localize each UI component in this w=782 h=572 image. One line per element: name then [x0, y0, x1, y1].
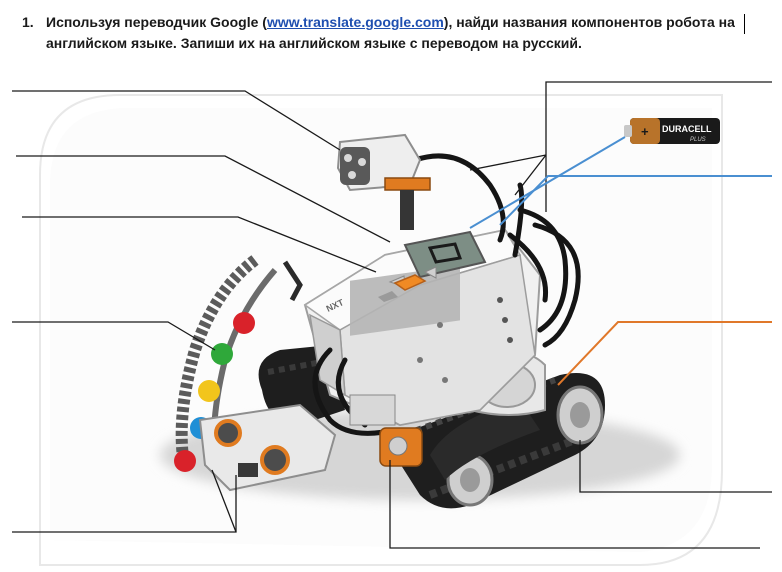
task-text-before: Используя переводчик Google (	[46, 14, 267, 30]
track-assembly	[385, 373, 605, 509]
leader-line-orange	[557, 321, 772, 386]
leader-line-2	[16, 155, 391, 243]
battery-sub: PLUS	[690, 137, 706, 143]
text-cursor	[744, 14, 745, 34]
ultrasonic-sensor	[198, 403, 337, 492]
task-number: 1.	[22, 14, 34, 30]
nxt-brick: NXT	[303, 228, 542, 427]
leader-lines	[12, 81, 772, 549]
light-sensor	[336, 133, 431, 230]
leader-line-7	[579, 440, 772, 493]
leader-line-6	[545, 81, 772, 212]
battery-icon: + DURACELL PLUS	[624, 118, 720, 144]
leader-line-3	[22, 216, 377, 273]
leader-line-blue	[499, 175, 772, 226]
leader-line-4	[12, 321, 216, 351]
task-body: Используя переводчик Google (www.transla…	[46, 12, 762, 54]
leader-line-6b	[514, 154, 547, 196]
leader-line-1	[12, 90, 341, 151]
leader-line-battery	[469, 136, 626, 229]
leader-line-8	[389, 460, 760, 549]
google-translate-link[interactable]: www.translate.google.com	[266, 14, 444, 30]
battery-plus: +	[641, 124, 649, 139]
leader-line-5b	[211, 469, 237, 533]
leader-line-6a	[469, 154, 547, 171]
task-text-after: ), найди названия компонентов робота на …	[46, 14, 735, 51]
battery-brand: DURACELL	[662, 124, 712, 134]
touch-sensor	[349, 394, 423, 467]
